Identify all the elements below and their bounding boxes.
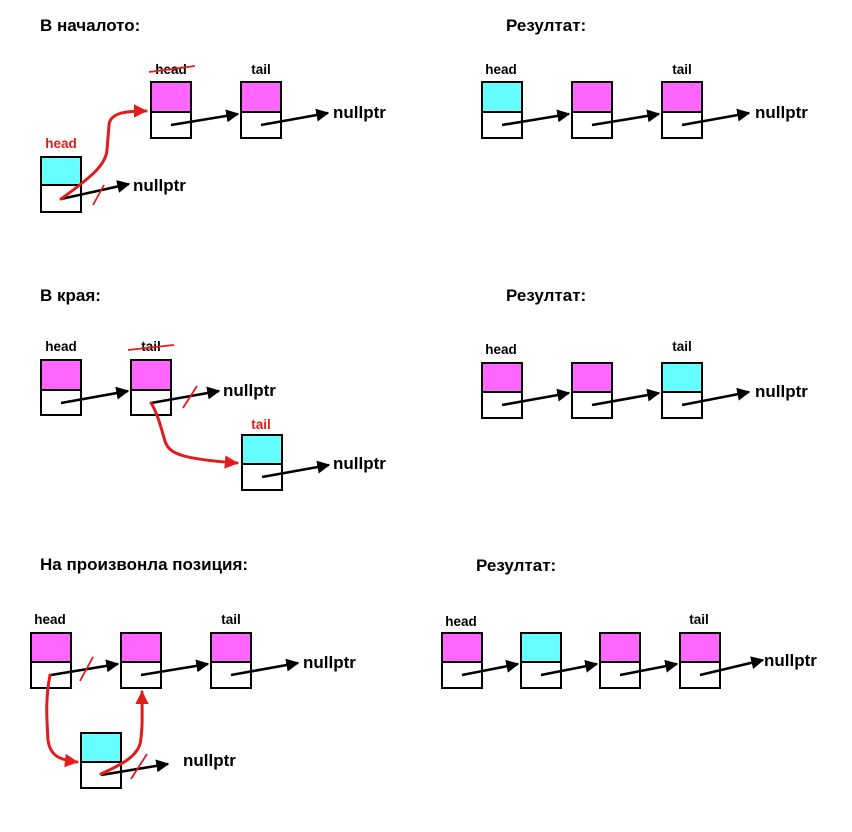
node-head bbox=[30, 632, 72, 689]
nullptr-text: nullptr bbox=[183, 751, 236, 770]
node-inserted bbox=[80, 732, 122, 789]
removed-next-pointer-arrow bbox=[60, 180, 131, 201]
new-link-arrow bbox=[149, 401, 239, 469]
nullptr-text: nullptr bbox=[764, 651, 817, 670]
result-node-2 bbox=[571, 362, 613, 419]
new-link-arrow bbox=[45, 673, 79, 768]
result-head-label: head bbox=[485, 342, 517, 357]
next-pointer-arrow bbox=[501, 388, 571, 407]
node-new-tail bbox=[241, 434, 283, 491]
new-link-arrow bbox=[59, 104, 148, 201]
node-tail bbox=[210, 632, 252, 689]
node-new-head bbox=[40, 156, 82, 213]
strikethrough-mark bbox=[127, 344, 175, 351]
cut-mark bbox=[92, 184, 105, 206]
section2-title: В края: bbox=[40, 286, 101, 305]
section1-title: В началото: bbox=[40, 16, 140, 35]
next-pointer-arrow bbox=[619, 659, 679, 677]
nullptr-text: nullptr bbox=[333, 103, 386, 122]
next-pointer-arrow bbox=[230, 658, 300, 677]
next-pointer-arrow bbox=[540, 659, 599, 677]
next-pointer-arrow bbox=[260, 108, 330, 127]
removed-next-pointer-arrow bbox=[100, 759, 170, 777]
node-head bbox=[40, 359, 82, 416]
next-pointer-arrow bbox=[501, 109, 571, 127]
next-pointer-arrow bbox=[591, 388, 661, 407]
tail-label: tail bbox=[251, 62, 271, 77]
removed-next-pointer-arrow bbox=[50, 659, 120, 677]
head-label: head bbox=[34, 612, 66, 627]
result-tail-label: tail bbox=[672, 339, 692, 354]
result-node-1 bbox=[481, 81, 523, 139]
next-pointer-arrow bbox=[261, 460, 331, 479]
next-pointer-arrow bbox=[461, 659, 520, 677]
nullptr-text: nullptr bbox=[333, 454, 386, 473]
result-tail-label: tail bbox=[672, 62, 692, 77]
result-head-label: head bbox=[445, 614, 477, 629]
next-pointer-arrow bbox=[699, 656, 765, 677]
result-node-2 bbox=[520, 632, 562, 689]
result-node-3 bbox=[599, 632, 641, 689]
removed-next-pointer-arrow bbox=[150, 386, 221, 405]
result-node-2 bbox=[571, 81, 613, 139]
cut-mark bbox=[182, 385, 198, 409]
section1-result-title: Резултат: bbox=[506, 16, 586, 35]
result-node-1 bbox=[481, 362, 523, 419]
node-old-tail bbox=[130, 359, 172, 416]
result-node-4 bbox=[679, 632, 721, 689]
head-label: head bbox=[45, 339, 77, 354]
next-pointer-arrow bbox=[60, 386, 130, 405]
section2-result-title: Резултат: bbox=[506, 286, 586, 305]
node-tail bbox=[240, 81, 282, 139]
next-pointer-arrow bbox=[681, 108, 751, 127]
nullptr-text: nullptr bbox=[303, 653, 356, 672]
new-tail-label: tail bbox=[251, 417, 271, 432]
old-tail-label: tail bbox=[141, 339, 161, 354]
result-node-3 bbox=[661, 81, 703, 139]
cut-mark bbox=[130, 753, 148, 780]
next-pointer-arrow bbox=[681, 387, 751, 407]
nullptr-text: nullptr bbox=[223, 381, 276, 400]
result-head-label: head bbox=[485, 62, 517, 77]
node-old-head bbox=[150, 81, 192, 139]
next-pointer-arrow bbox=[140, 659, 210, 677]
result-node-1 bbox=[441, 632, 483, 689]
new-link-arrow bbox=[99, 690, 149, 776]
result-node-3 bbox=[661, 362, 703, 419]
next-pointer-arrow bbox=[170, 109, 240, 127]
strikethrough-mark bbox=[148, 65, 196, 73]
node-middle bbox=[120, 632, 162, 689]
nullptr-text: nullptr bbox=[133, 176, 186, 195]
section3-title: На произвонла позиция: bbox=[40, 555, 248, 574]
tail-label: tail bbox=[221, 612, 241, 627]
cut-mark bbox=[79, 656, 94, 682]
section3-result-title: Резултат: bbox=[476, 556, 556, 575]
next-pointer-arrow bbox=[591, 109, 661, 127]
new-head-label: head bbox=[45, 136, 77, 151]
nullptr-text: nullptr bbox=[755, 382, 808, 401]
nullptr-text: nullptr bbox=[755, 103, 808, 122]
result-tail-label: tail bbox=[689, 612, 709, 627]
